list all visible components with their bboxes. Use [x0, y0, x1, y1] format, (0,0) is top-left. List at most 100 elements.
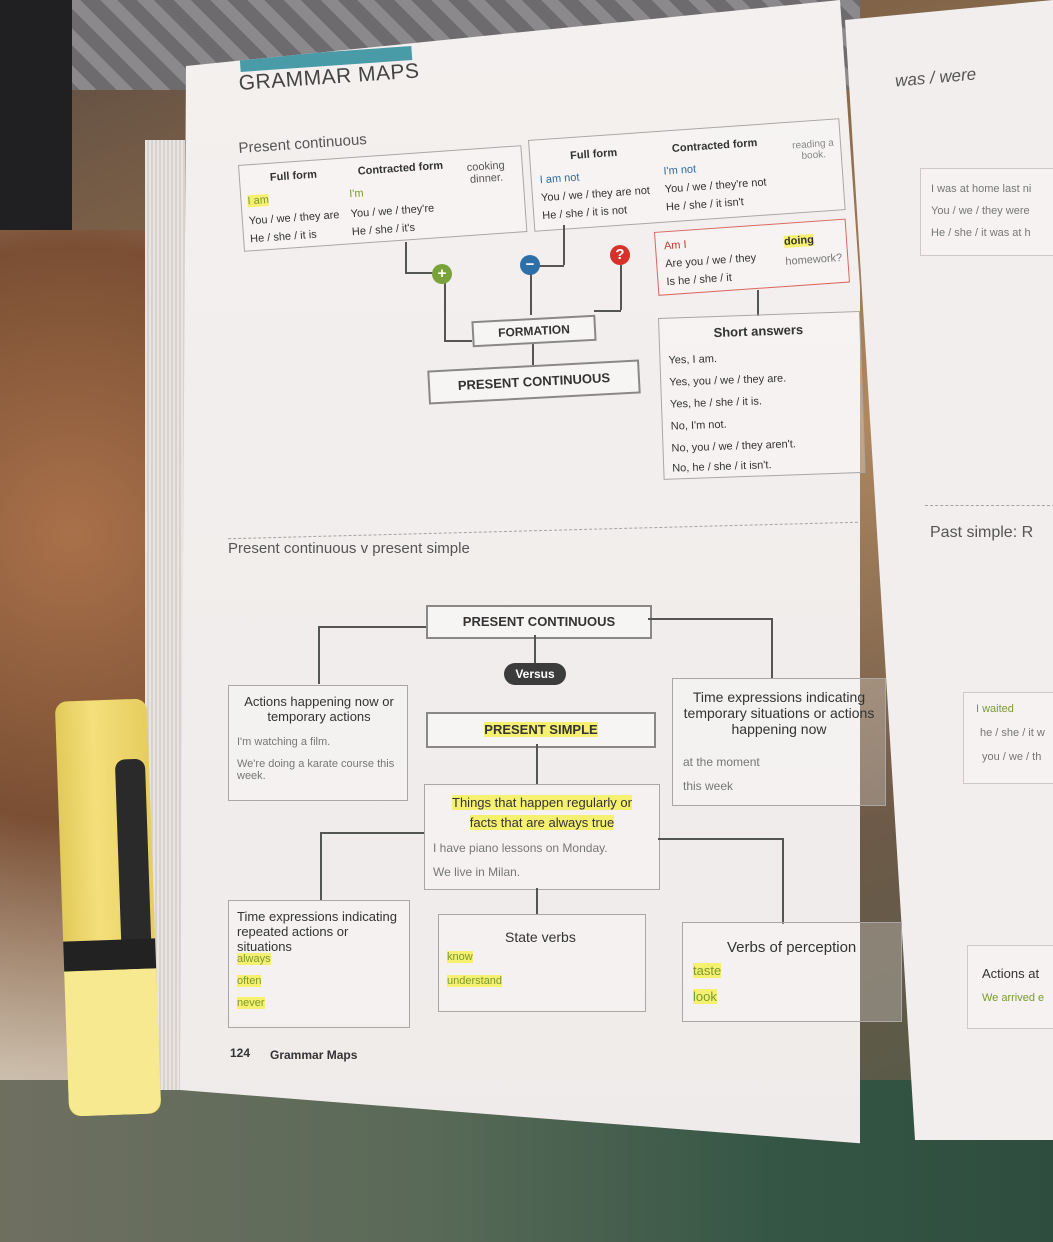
ps-left-box: Time expressions indicating repeated act… [228, 900, 410, 1028]
side-line: He / she / it was at h [931, 227, 1031, 239]
ps-mid-example: understand [447, 975, 503, 987]
affirmative-full-line: I am [247, 193, 270, 208]
page-footer-section: Grammar Maps [270, 1048, 358, 1062]
short-answer-line: No, you / we / they aren't. [671, 438, 797, 455]
ps-right-box: Verbs of perception taste look [682, 922, 902, 1022]
negative-full-line: He / she / it is not [541, 204, 628, 223]
pc-left-box: Actions happening now or temporary actio… [228, 685, 408, 801]
connector [530, 265, 532, 315]
full-form-header: Full form [269, 168, 318, 184]
pc-left-title: Actions happening now or temporary actio… [244, 694, 394, 724]
ps-left-title: Time expressions indicating repeated act… [237, 909, 397, 954]
marker-cap [64, 968, 162, 1117]
connector [536, 888, 538, 914]
question-icon: ? [610, 245, 630, 265]
connector [536, 744, 538, 784]
page-number: 124 [230, 1046, 251, 1060]
affirmative-contracted-line: You / we / they're [350, 202, 435, 221]
present-simple-text: PRESENT SIMPLE [484, 722, 598, 737]
pc-right-box: Time expressions indicating temporary si… [672, 678, 886, 806]
connector [320, 832, 424, 834]
connector [782, 838, 784, 924]
question-verb: doing [783, 233, 815, 248]
negative-box: Full form Contracted form I am not You /… [528, 118, 846, 232]
question-line: Are you / we / they [664, 251, 757, 271]
connector [757, 290, 759, 316]
versus-badge: Versus [504, 663, 566, 685]
ps-left-example: always [237, 953, 271, 965]
short-answer-line: Yes, he / she / it is. [669, 395, 763, 411]
affirmative-full-line: He / she / it is [249, 228, 318, 246]
section-divider [228, 521, 858, 540]
ps-right-title: Verbs of perception [727, 939, 857, 956]
short-answer-line: Yes, I am. [668, 352, 718, 367]
connector [534, 635, 536, 663]
short-answer-line: Yes, you / we / they are. [669, 372, 787, 389]
affirmative-contracted-line: He / she / it's [351, 221, 416, 239]
side-line: You / we / they were [931, 205, 1030, 217]
ps-mid-title: State verbs [505, 929, 576, 945]
negative-ending: reading a book. [791, 137, 835, 162]
side-line: he / she / it w [980, 727, 1045, 739]
contracted-header: Contracted form [357, 159, 444, 178]
affirmative-contracted-line: I'm [348, 187, 365, 201]
book-page: GRAMMAR MAPS Present continuous Full for… [180, 0, 902, 1148]
ps-mid-box: State verbs know understand [438, 914, 646, 1012]
affirmative-ending: cooking dinner. [466, 159, 506, 186]
section-heading: Present continuous v present simple [228, 540, 470, 557]
question-line: Am I [663, 238, 688, 253]
connector [444, 340, 472, 342]
present-continuous-label: PRESENT CONTINUOUS [427, 359, 641, 405]
connector [648, 618, 772, 620]
side-divider [925, 505, 1053, 506]
side-box-1: I was at home last ni You / we / they we… [920, 168, 1053, 256]
side-title: was / were [894, 64, 977, 91]
pc-left-example: I'm watching a film. [237, 736, 331, 748]
background-device [0, 0, 72, 250]
connector [532, 340, 534, 368]
connector [318, 626, 426, 628]
ps-left-example: often [237, 975, 262, 987]
side-heading: Past simple: R [930, 524, 1034, 541]
pc-right-example: at the moment [683, 755, 760, 769]
connector [444, 272, 446, 342]
ps-left-example: never [237, 997, 265, 1009]
ps-center-example: We live in Milan. [433, 865, 521, 879]
negative-contracted-line: He / she / it isn't [665, 196, 745, 214]
side-line: you / we / th [982, 751, 1042, 763]
connector [320, 832, 322, 900]
present-continuous-label: PRESENT CONTINUOUS [426, 605, 652, 639]
full-form-header: Full form [569, 146, 618, 163]
contracted-header: Contracted form [671, 137, 758, 155]
pc-right-title: Time expressions indicating temporary si… [683, 689, 875, 737]
negative-full-line: I am not [539, 171, 580, 187]
ps-center-title: Things that happen regularly or facts th… [439, 793, 645, 833]
connector [530, 265, 564, 267]
ps-right-example: look [693, 989, 717, 1004]
ps-center-title-text: Things that happen regularly or facts th… [452, 795, 632, 830]
short-answers-title: Short answers [713, 321, 804, 341]
short-answer-line: No, I'm not. [670, 418, 727, 433]
marker-grip [114, 758, 152, 950]
negative-contracted-line: You / we / they're not [664, 176, 767, 196]
side-line: I waited [976, 703, 1014, 715]
negative-contracted-line: I'm not [663, 163, 697, 178]
connector [620, 265, 622, 310]
connector [771, 618, 773, 678]
connector [405, 242, 407, 272]
affirmative-full-line: You / we / they are [248, 209, 340, 228]
plus-icon: + [432, 264, 452, 284]
side-line: We arrived e [982, 992, 1045, 1004]
marker-band [63, 938, 157, 972]
ps-mid-example: know [447, 951, 473, 963]
short-answers-box: Short answers Yes, I am. Yes, you / we /… [658, 310, 866, 480]
connector [658, 838, 782, 840]
formation-label: FORMATION [471, 314, 597, 348]
pc-left-example: We're doing a karate course this week. [237, 758, 395, 782]
minus-icon: − [520, 255, 540, 275]
question-ending: homework? [784, 251, 843, 268]
short-answer-line: No, he / she / it isn't. [672, 459, 772, 475]
ps-center-example: I have piano lessons on Monday. [433, 841, 608, 855]
connector [563, 225, 565, 265]
negative-full-line: You / we / they are not [540, 184, 651, 205]
